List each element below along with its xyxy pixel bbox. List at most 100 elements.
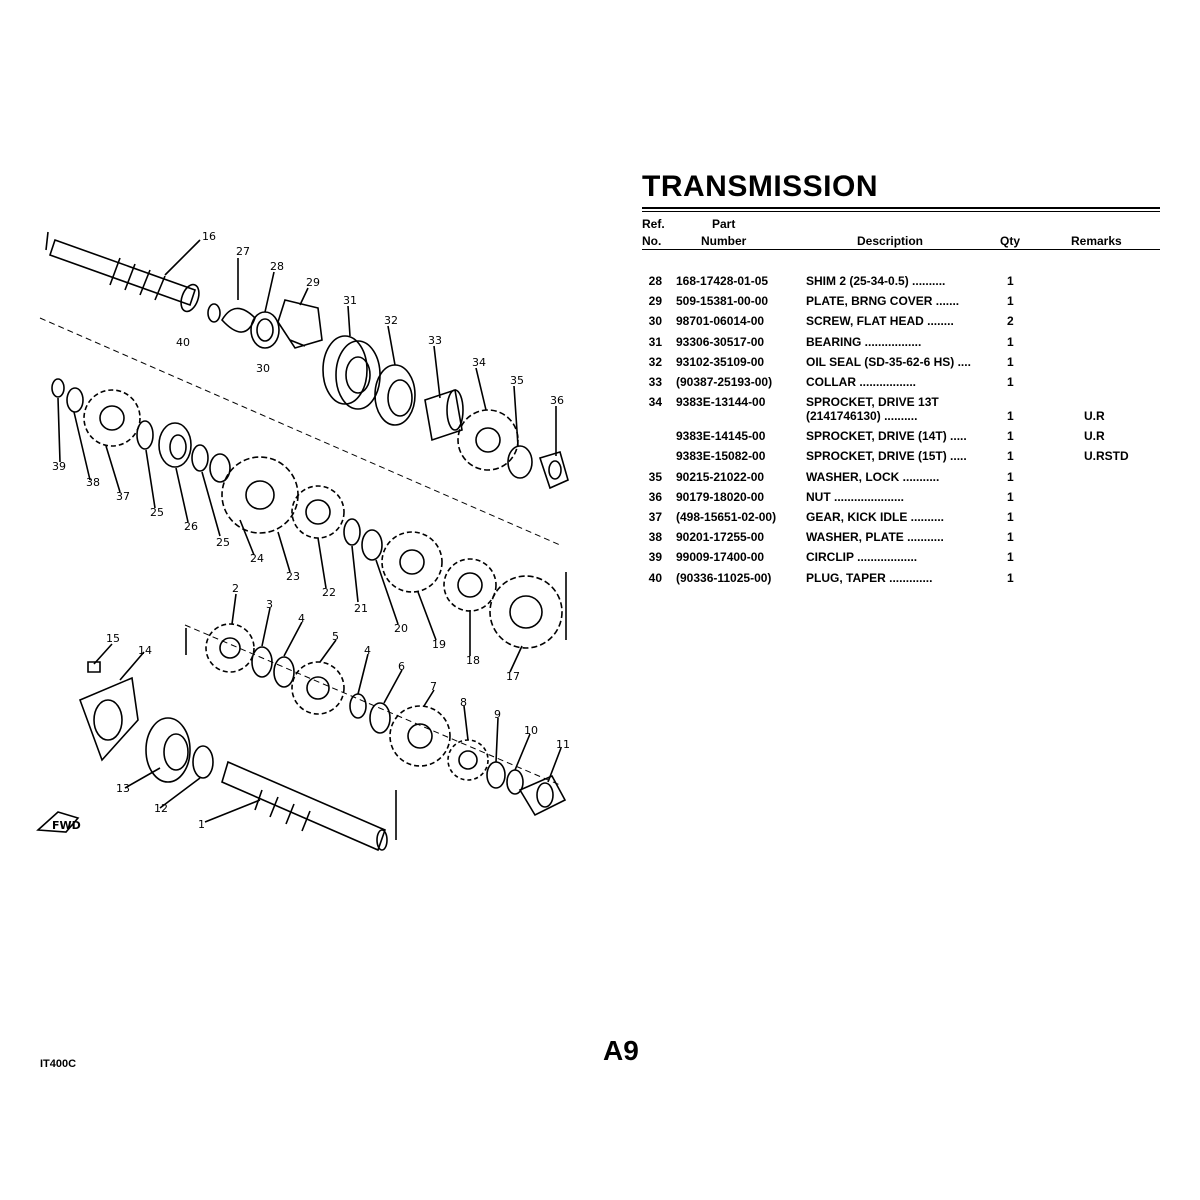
part-number-cell: 93306-30517-00 [676, 334, 765, 349]
callout-13: 13 [116, 782, 130, 795]
qty-cell: 1 [1007, 294, 1014, 309]
callout-25b: 25 [216, 536, 230, 549]
remarks-cell: U.RSTD [1084, 449, 1129, 464]
callout-19: 19 [432, 638, 446, 651]
part-number-cell: 509-15381-00-00 [676, 294, 769, 309]
callout-26: 26 [184, 520, 198, 533]
callout-16: 16 [202, 230, 216, 243]
description-cell: GEAR, KICK IDLE .......... [806, 510, 945, 524]
ref-cell: 34 [648, 395, 662, 410]
fwd-label: FWD [52, 819, 81, 832]
part-number-cell: 168-17428-01-05 [676, 274, 769, 288]
ref-cell: 36 [648, 489, 662, 504]
part-number-cell: 9383E-15082-00 [676, 449, 766, 464]
description-cell: SPROCKET, DRIVE (14T) ..... [806, 429, 967, 444]
callout-8: 8 [460, 696, 467, 709]
description-cell: WASHER, LOCK ........... [806, 469, 940, 484]
description-cell: OIL SEAL (SD-35-62-6 HS) .... [806, 354, 971, 369]
callout-21: 21 [354, 602, 368, 615]
description-cell-line2: (2141746130) .......... [806, 409, 918, 424]
callout-35: 35 [510, 374, 524, 387]
description-cell: COLLAR ................. [806, 375, 917, 389]
callout-1: 1 [198, 818, 205, 831]
callout-7: 7 [430, 680, 437, 693]
title-rule-thin [642, 211, 1160, 212]
part-number-cell: 90215-21022-00 [676, 469, 765, 484]
model-code: IT400C [40, 1058, 77, 1070]
callout-9: 9 [494, 708, 501, 721]
qty-cell: 1 [1007, 334, 1014, 349]
ref-cell: 32 [648, 354, 662, 369]
callout-4b: 4 [364, 644, 371, 657]
callout-31: 31 [343, 294, 357, 307]
qty-cell: 1 [1007, 409, 1014, 424]
callout-20: 20 [394, 622, 408, 635]
callout-40: 40 [176, 336, 190, 349]
description-cell: CIRCLIP .................. [806, 550, 918, 565]
description-cell: WASHER, PLATE ........... [806, 530, 944, 545]
ref-cell: 31 [648, 334, 662, 349]
callout-18: 18 [466, 654, 480, 667]
header-rule [642, 249, 1160, 250]
qty-cell: 1 [1007, 510, 1014, 524]
callout-4a: 4 [298, 612, 305, 625]
qty-cell: 1 [1007, 570, 1014, 585]
remarks-cell: U.R [1084, 429, 1105, 444]
description-cell: BEARING ................. [806, 334, 922, 349]
qty-cell: 2 [1007, 314, 1014, 329]
callout-22: 22 [322, 586, 336, 599]
description-cell: NUT ..................... [806, 489, 905, 504]
header-remarks: Remarks [1071, 234, 1122, 248]
header-description: Description [857, 234, 924, 248]
page-title: TRANSMISSION [642, 170, 879, 203]
description-cell: SPROCKET, DRIVE (15T) ..... [806, 449, 967, 464]
callout-27: 27 [236, 245, 250, 258]
header-ref-2: No. [642, 234, 662, 248]
qty-cell: 1 [1007, 375, 1014, 389]
callout-14: 14 [138, 644, 152, 657]
ref-cell: 30 [648, 314, 662, 329]
callout-38: 38 [86, 476, 100, 489]
qty-cell: 1 [1007, 469, 1014, 484]
part-number-cell: 90179-18020-00 [676, 489, 765, 504]
header-qty: Qty [1000, 234, 1021, 248]
part-number-cell: 98701-06014-00 [676, 314, 765, 329]
header-part-1: Part [712, 217, 736, 231]
qty-cell: 1 [1007, 274, 1014, 288]
callout-3: 3 [266, 598, 273, 611]
callout-15: 15 [106, 632, 120, 645]
ref-cell: 28 [648, 274, 662, 288]
ref-cell: 40 [648, 570, 662, 585]
callout-29: 29 [306, 276, 320, 289]
callout-10: 10 [524, 724, 538, 737]
header-part-2: Number [701, 234, 747, 248]
callout-6: 6 [398, 660, 405, 673]
callout-37: 37 [116, 490, 130, 503]
description-cell: SHIM 2 (25-34-0.5) .......... [806, 274, 946, 288]
qty-cell: 1 [1007, 449, 1014, 464]
ref-cell: 35 [648, 469, 662, 484]
callout-39: 39 [52, 460, 66, 473]
qty-cell: 1 [1007, 429, 1014, 444]
callout-25a: 25 [150, 506, 164, 519]
callout-32: 32 [384, 314, 398, 327]
fwd-arrow-icon: FWD [36, 811, 81, 833]
callout-17: 17 [506, 670, 520, 683]
ref-cell: 37 [648, 510, 662, 524]
part-number-cell: 90201-17255-00 [676, 530, 765, 545]
ref-cell: 38 [648, 530, 662, 545]
part-number-cell: (90336-11025-00) [676, 570, 772, 585]
callout-28: 28 [270, 260, 284, 273]
exploded-view-diagram: FWD 16 27 28 29 40 30 31 32 33 34 35 36 … [36, 230, 570, 852]
callout-24: 24 [250, 552, 264, 565]
page-number: A9 [603, 1035, 639, 1066]
part-number-cell: 99009-17400-00 [676, 550, 765, 565]
ref-cell: 29 [648, 294, 662, 309]
part-number-cell: 93102-35109-00 [676, 354, 765, 369]
part-number-cell: 9383E-13144-00 [676, 395, 766, 410]
callout-5: 5 [332, 630, 339, 643]
part-number-cell: 9383E-14145-00 [676, 429, 766, 444]
description-cell: SPROCKET, DRIVE 13T [806, 395, 939, 410]
callout-34: 34 [472, 356, 486, 369]
ref-cell: 39 [648, 550, 662, 565]
